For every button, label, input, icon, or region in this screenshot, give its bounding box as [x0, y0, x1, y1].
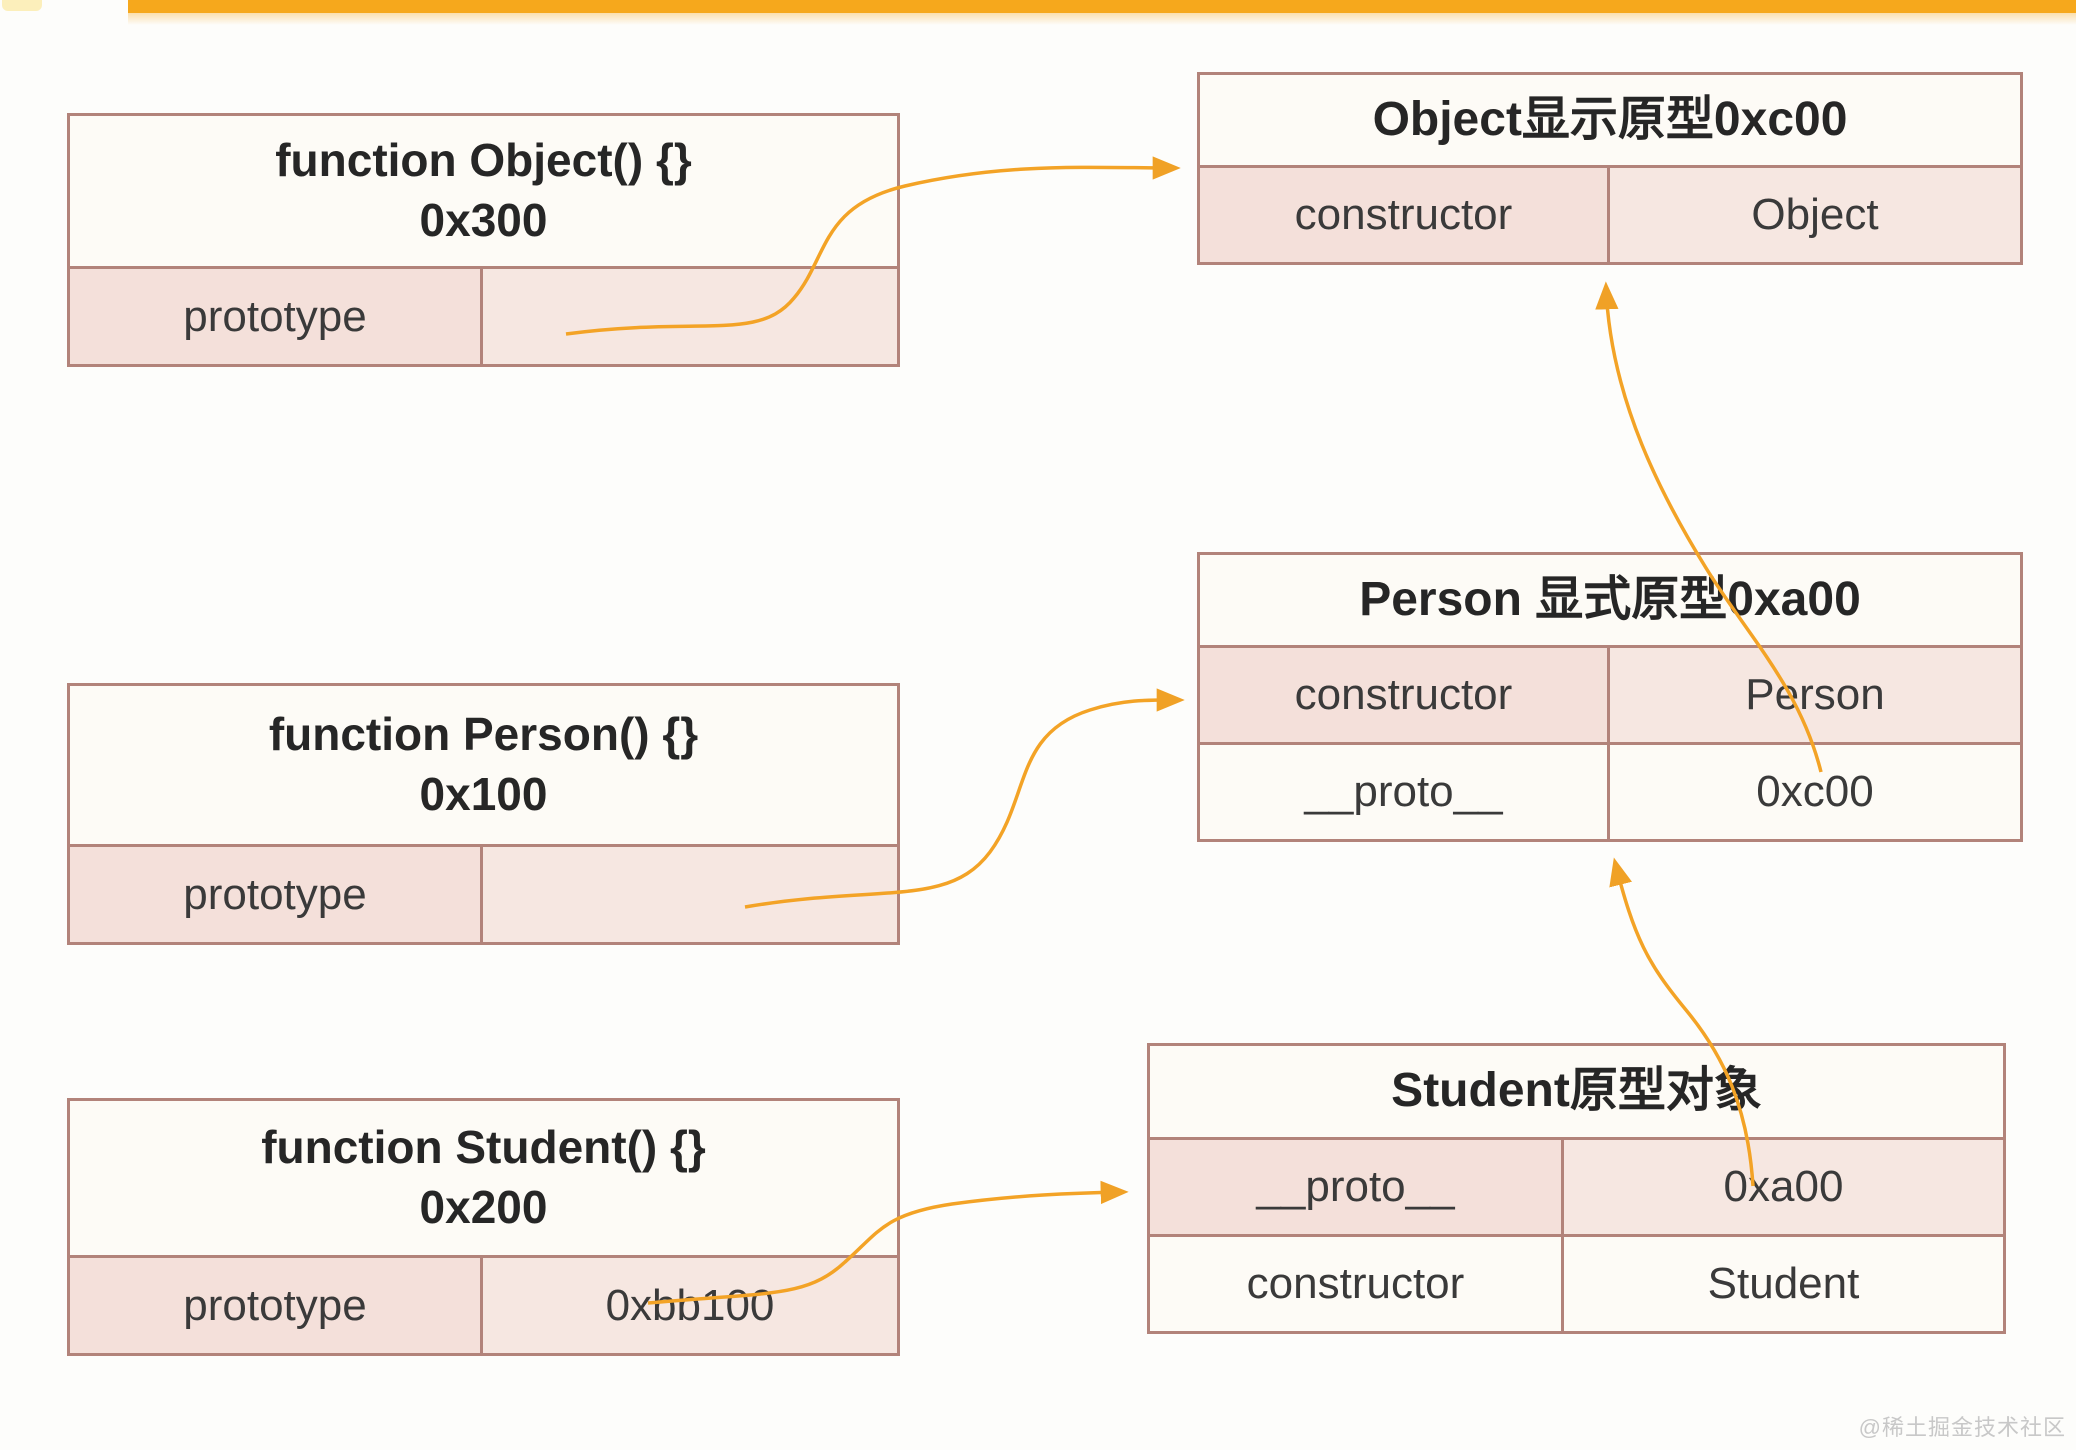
func-person-box: function Person() {} 0x100 prototype	[67, 683, 900, 945]
func-object-box: function Object() {} 0x300 prototype	[67, 113, 900, 367]
proto-value: 0xa00	[1564, 1140, 2003, 1234]
constructor-label: constructor	[1200, 648, 1610, 742]
object-proto-constructor-row: constructor Object	[1200, 165, 2020, 262]
person-proto-header: Person 显式原型0xa00	[1200, 555, 2020, 645]
prototype-value: 0xbb100	[483, 1258, 897, 1353]
student-proto-proto-row: __proto__ 0xa00	[1150, 1137, 2003, 1234]
proto-label: __proto__	[1200, 745, 1610, 839]
constructor-value: Person	[1610, 648, 2020, 742]
constructor-value: Object	[1610, 168, 2020, 262]
juejin-watermark: @稀土掘金技术社区	[1858, 1415, 2066, 1440]
func-person-prototype-row: prototype	[70, 844, 897, 942]
student-proto-constructor-row: constructor Student	[1150, 1234, 2003, 1331]
prototype-label: prototype	[70, 269, 483, 364]
func-student-title: function Student() {}	[261, 1121, 706, 1174]
func-person-address: 0x100	[419, 768, 548, 820]
top-left-highlight	[2, 0, 42, 11]
object-proto-header: Object显示原型0xc00	[1200, 75, 2020, 165]
func-student-header: function Student() {} 0x200	[70, 1101, 897, 1255]
func-student-prototype-row: prototype 0xbb100	[70, 1255, 897, 1353]
person-proto-title: Person 显式原型0xa00	[1359, 572, 1861, 626]
object-proto-box: Object显示原型0xc00 constructor Object	[1197, 72, 2023, 265]
func-student-box: function Student() {} 0x200 prototype 0x…	[67, 1098, 900, 1356]
constructor-label: constructor	[1150, 1237, 1564, 1331]
func-object-title: function Object() {}	[275, 134, 692, 187]
object-proto-title: Object显示原型0xc00	[1372, 92, 1848, 146]
func-object-header: function Object() {} 0x300	[70, 116, 897, 266]
constructor-value: Student	[1564, 1237, 2003, 1331]
proto-label: __proto__	[1150, 1140, 1564, 1234]
prototype-value	[483, 269, 897, 364]
person-proto-constructor-row: constructor Person	[1200, 645, 2020, 742]
student-proto-box: Student原型对象 __proto__ 0xa00 constructor …	[1147, 1043, 2006, 1334]
student-proto-header: Student原型对象	[1150, 1046, 2003, 1137]
func-object-address: 0x300	[419, 194, 548, 246]
proto-value: 0xc00	[1610, 745, 2020, 839]
person-proto-box: Person 显式原型0xa00 constructor Person __pr…	[1197, 552, 2023, 842]
func-student-address: 0x200	[419, 1181, 548, 1233]
top-orange-bar-fade	[128, 13, 2076, 25]
prototype-label: prototype	[70, 847, 483, 942]
student-proto-title: Student原型对象	[1391, 1064, 1762, 1118]
prototype-label: prototype	[70, 1258, 483, 1353]
func-person-header: function Person() {} 0x100	[70, 686, 897, 844]
top-orange-bar	[128, 0, 2076, 13]
person-proto-proto-row: __proto__ 0xc00	[1200, 742, 2020, 839]
constructor-label: constructor	[1200, 168, 1610, 262]
func-person-title: function Person() {}	[268, 708, 699, 761]
func-object-prototype-row: prototype	[70, 266, 897, 364]
prototype-value	[483, 847, 897, 942]
